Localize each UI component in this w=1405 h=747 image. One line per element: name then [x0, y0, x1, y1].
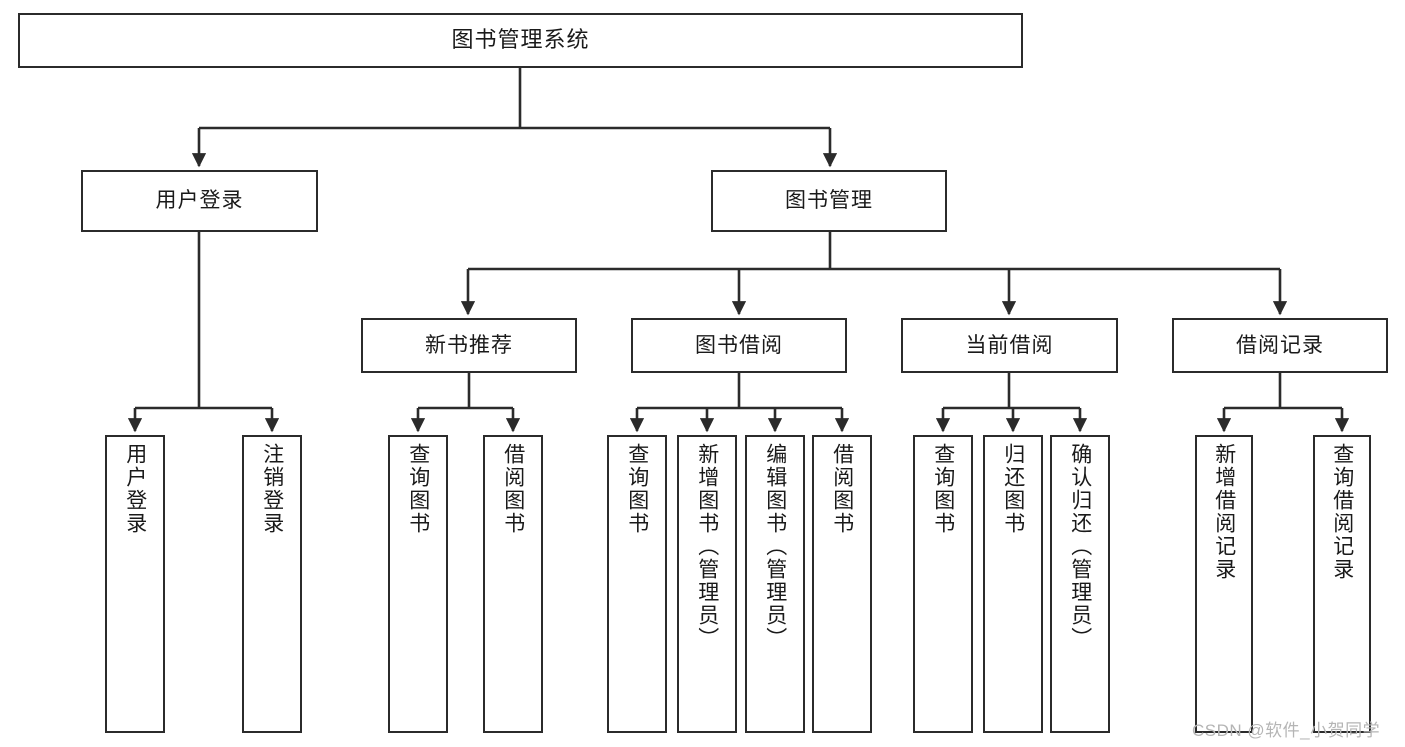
- node-user-login-label: 用户登录: [155, 189, 244, 213]
- node-leaf-logout[interactable]: 注销登录: [242, 435, 302, 733]
- node-leaf-add-record-label: 新增借阅记录: [1212, 443, 1236, 581]
- node-leaf-query-book-3[interactable]: 查询图书: [913, 435, 973, 733]
- node-new-book-recommend[interactable]: 新书推荐: [361, 318, 577, 373]
- node-leaf-query-record-label: 查询借阅记录: [1330, 443, 1354, 581]
- node-book-borrow[interactable]: 图书借阅: [631, 318, 847, 373]
- node-leaf-logout-label: 注销登录: [260, 443, 284, 535]
- node-current-borrow-label: 当前借阅: [965, 333, 1054, 357]
- node-leaf-user-login[interactable]: 用户登录: [105, 435, 165, 733]
- node-leaf-return-book[interactable]: 归还图书: [983, 435, 1043, 733]
- node-leaf-confirm-return-label: 确认归还（管理员）: [1068, 443, 1092, 650]
- node-leaf-user-login-label: 用户登录: [123, 443, 147, 535]
- node-root[interactable]: 图书管理系统: [18, 13, 1023, 68]
- node-book-borrow-label: 图书借阅: [695, 333, 783, 357]
- node-leaf-query-book-2-label: 查询图书: [625, 443, 649, 535]
- csdn-watermark: CSDN @软件_小贺同学: [1192, 721, 1381, 740]
- node-leaf-add-book-label: 新增图书（管理员）: [695, 443, 719, 650]
- node-new-book-recommend-label: 新书推荐: [425, 333, 513, 357]
- node-leaf-edit-book[interactable]: 编辑图书（管理员）: [745, 435, 805, 733]
- node-book-manage[interactable]: 图书管理: [711, 170, 947, 232]
- node-leaf-borrow-book-1-label: 借阅图书: [501, 443, 525, 535]
- node-leaf-borrow-book-2-label: 借阅图书: [830, 443, 854, 535]
- node-leaf-add-record[interactable]: 新增借阅记录: [1195, 435, 1253, 733]
- node-book-manage-label: 图书管理: [785, 189, 873, 213]
- node-leaf-query-book-1[interactable]: 查询图书: [388, 435, 448, 733]
- node-leaf-borrow-book-1[interactable]: 借阅图书: [483, 435, 543, 733]
- node-leaf-borrow-book-2[interactable]: 借阅图书: [812, 435, 872, 733]
- node-leaf-query-book-1-label: 查询图书: [406, 443, 430, 535]
- node-leaf-query-record[interactable]: 查询借阅记录: [1313, 435, 1371, 733]
- node-borrow-record[interactable]: 借阅记录: [1172, 318, 1388, 373]
- node-borrow-record-label: 借阅记录: [1236, 333, 1324, 357]
- node-current-borrow[interactable]: 当前借阅: [901, 318, 1118, 373]
- node-leaf-return-book-label: 归还图书: [1001, 443, 1025, 535]
- node-leaf-query-book-2[interactable]: 查询图书: [607, 435, 667, 733]
- node-leaf-add-book[interactable]: 新增图书（管理员）: [677, 435, 737, 733]
- node-leaf-confirm-return[interactable]: 确认归还（管理员）: [1050, 435, 1110, 733]
- node-leaf-edit-book-label: 编辑图书（管理员）: [763, 443, 787, 650]
- node-root-label: 图书管理系统: [451, 27, 590, 53]
- node-leaf-query-book-3-label: 查询图书: [931, 443, 955, 535]
- node-user-login[interactable]: 用户登录: [81, 170, 318, 232]
